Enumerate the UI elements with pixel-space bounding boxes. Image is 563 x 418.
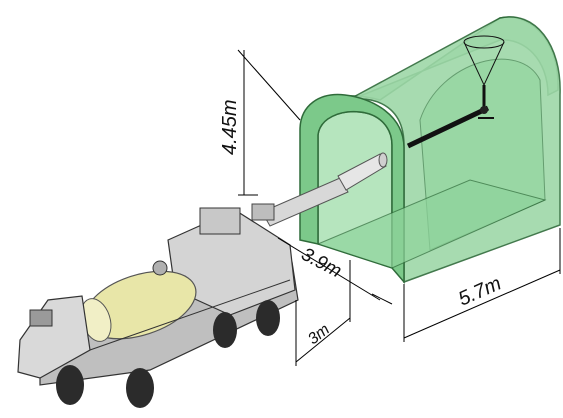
height-dimension-label: 4.45m [219, 99, 241, 155]
reach-ext-end [371, 293, 393, 305]
boom-outer-section [261, 177, 349, 227]
rear-cabin [199, 207, 241, 235]
telescopic-spray-boom [251, 152, 388, 227]
nozzle-arm [406, 105, 490, 149]
boom-mount [251, 203, 275, 221]
spray-nozzle [406, 35, 505, 149]
tunnel [299, 16, 561, 285]
wheel-rear-left [213, 312, 237, 348]
offset-dim-line [295, 317, 351, 363]
wheel-front-left [56, 365, 84, 405]
height-ext-top [237, 49, 301, 121]
length-dim-line [403, 269, 561, 339]
concrete-mixer-sprayer-truck [17, 207, 299, 408]
offset-dimension-label: 3m [305, 321, 333, 348]
boom-inner-section [337, 153, 387, 191]
wheel-front-right [126, 368, 154, 408]
dimension-lines [237, 49, 561, 366]
wheel-rear-right [256, 300, 280, 336]
hose-reel [152, 260, 168, 276]
chassis-rail [89, 279, 291, 351]
tunnel-floor [316, 179, 547, 269]
nozzle-joint [480, 106, 488, 114]
reach-dim-line [277, 237, 381, 301]
cab-window [29, 309, 53, 327]
boom-tip [378, 152, 388, 168]
